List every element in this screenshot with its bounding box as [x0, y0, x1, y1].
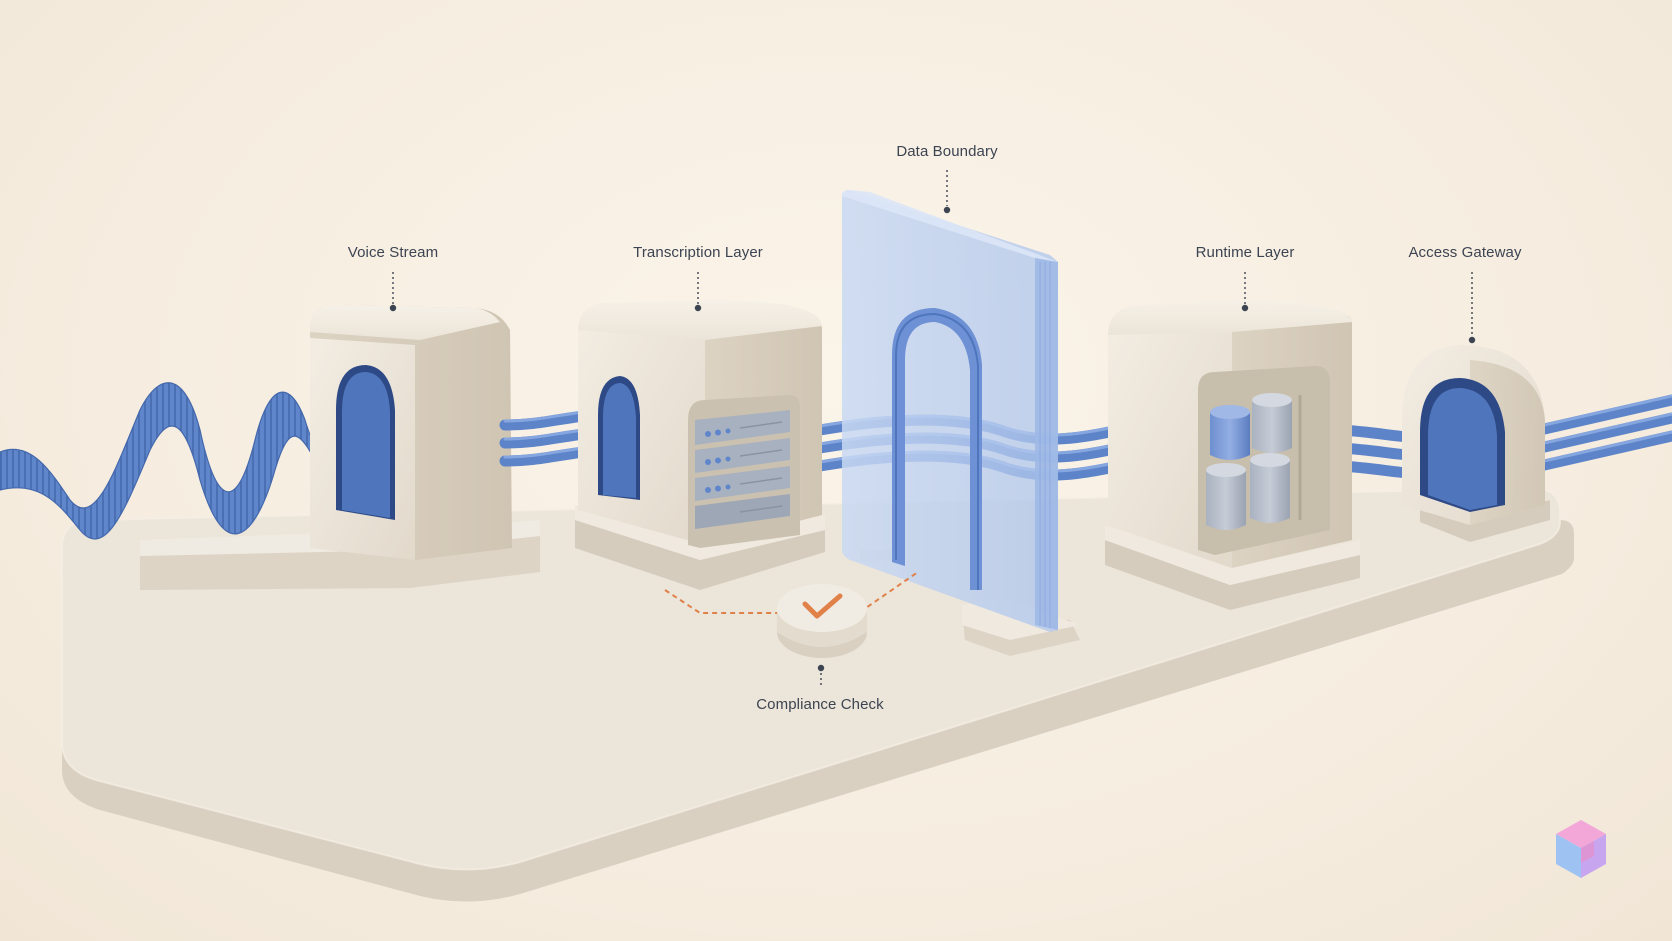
compliance-check-label: Compliance Check: [756, 696, 884, 713]
checkmark-icon: [802, 593, 843, 619]
access-gateway-label: Access Gateway: [1408, 244, 1522, 261]
voice-stream-label: Voice Stream: [347, 244, 439, 261]
database-cylinders-icon: [1206, 393, 1302, 530]
data-boundary-wall: [842, 190, 1080, 656]
server-rack-icon: [695, 410, 790, 529]
runtime-layer-label: Runtime Layer: [1195, 244, 1295, 261]
transcription-layer-block: [575, 300, 825, 590]
compliance-check-node: [664, 571, 919, 658]
label-leaders: [389, 170, 1476, 688]
data-boundary-label: Data Boundary: [896, 143, 998, 160]
runtime-layer-block: [1105, 300, 1360, 610]
cube-logo-icon: [1556, 820, 1606, 878]
access-gateway-block: [1402, 345, 1550, 542]
voice-stream-block: [140, 305, 540, 590]
transcription-layer-label: Transcription Layer: [633, 244, 763, 261]
